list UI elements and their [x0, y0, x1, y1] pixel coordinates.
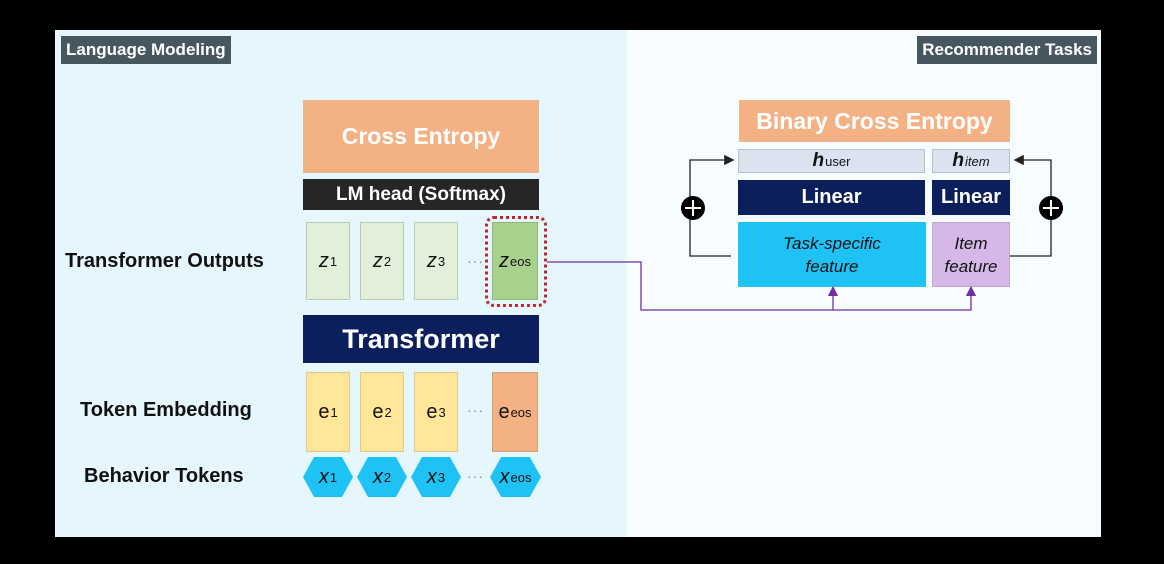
task-specific-feature-box: Task-specific feature — [738, 222, 926, 287]
outputs-ellipsis: ··· — [467, 253, 484, 269]
token-x-3-base: x — [426, 465, 437, 488]
token-x-eos-sub: eos — [510, 469, 532, 485]
embedding-e-3-sub: 3 — [438, 404, 446, 420]
token-x-2-sub: 2 — [383, 469, 392, 485]
token-x-2-base: x — [372, 465, 383, 488]
residual-item-line — [1010, 154, 1052, 257]
h-user-base: h — [812, 150, 825, 171]
h-item-sub: item — [965, 153, 990, 169]
output-z-2-base: z — [372, 249, 383, 272]
embedding-e-3-base: e — [426, 400, 438, 423]
h-item-base: h — [952, 150, 965, 171]
output-z-3-base: z — [426, 249, 437, 272]
row-label-transformer-outputs: Transformer Outputs — [65, 250, 264, 272]
residual-item-plus-icon — [1039, 196, 1063, 220]
row-label-behavior-tokens: Behavior Tokens — [84, 465, 244, 487]
embedding-e-2-sub: 2 — [384, 404, 392, 420]
diagram-canvas: Language Modeling Recommender Tasks Tran… — [55, 30, 1101, 537]
binary-cross-entropy-box: Binary Cross Entropy — [739, 100, 1010, 142]
lm-head-box: LM head (Softmax) — [303, 179, 539, 210]
row-label-token-embedding: Token Embedding — [80, 399, 252, 421]
token-x-1-sub: 1 — [329, 469, 338, 485]
embeddings-ellipsis: ··· — [467, 402, 484, 418]
output-z-1-base: z — [318, 249, 329, 272]
linear-user-box: Linear — [738, 180, 925, 215]
residual-user-plus-icon — [681, 196, 705, 220]
output-z-2-sub: 2 — [383, 253, 392, 269]
transformer-box: Transformer — [303, 315, 539, 363]
output-z-1-sub: 1 — [329, 253, 338, 269]
language-modeling-tag: Language Modeling — [61, 36, 231, 64]
output-z-3-sub: 3 — [437, 253, 446, 269]
embedding-e-1-base: e — [318, 400, 330, 423]
eos-highlight-ring — [485, 216, 547, 307]
item-feature-line-2: feature — [944, 256, 998, 276]
recommender-tasks-tag: Recommender Tasks — [917, 36, 1097, 64]
embedding-e-eos-sub: eos — [510, 404, 532, 420]
token-x-1-base: x — [318, 465, 329, 488]
embedding-e-2-base: e — [372, 400, 384, 423]
residual-user-line — [689, 154, 735, 257]
output-z-eos-base: z — [499, 249, 510, 272]
output-z-eos-sub: eos — [510, 253, 531, 269]
h-user-sub: user — [825, 153, 851, 169]
tokens-ellipsis: ··· — [467, 468, 484, 484]
task-feature-line-2: feature — [805, 256, 859, 276]
cross-entropy-box: Cross Entropy — [303, 100, 539, 173]
line-to-item-feature — [833, 285, 977, 311]
linear-item-box: Linear — [932, 180, 1010, 215]
token-x-eos-base: x — [499, 465, 510, 488]
task-feature-line-1: Task-specific — [783, 233, 881, 253]
item-feature-line-1: Item — [954, 233, 988, 253]
token-x-3-sub: 3 — [437, 469, 446, 485]
item-feature-box: Item feature — [932, 222, 1010, 287]
embedding-e-eos-base: e — [498, 400, 510, 423]
embedding-e-1-sub: 1 — [330, 404, 338, 420]
